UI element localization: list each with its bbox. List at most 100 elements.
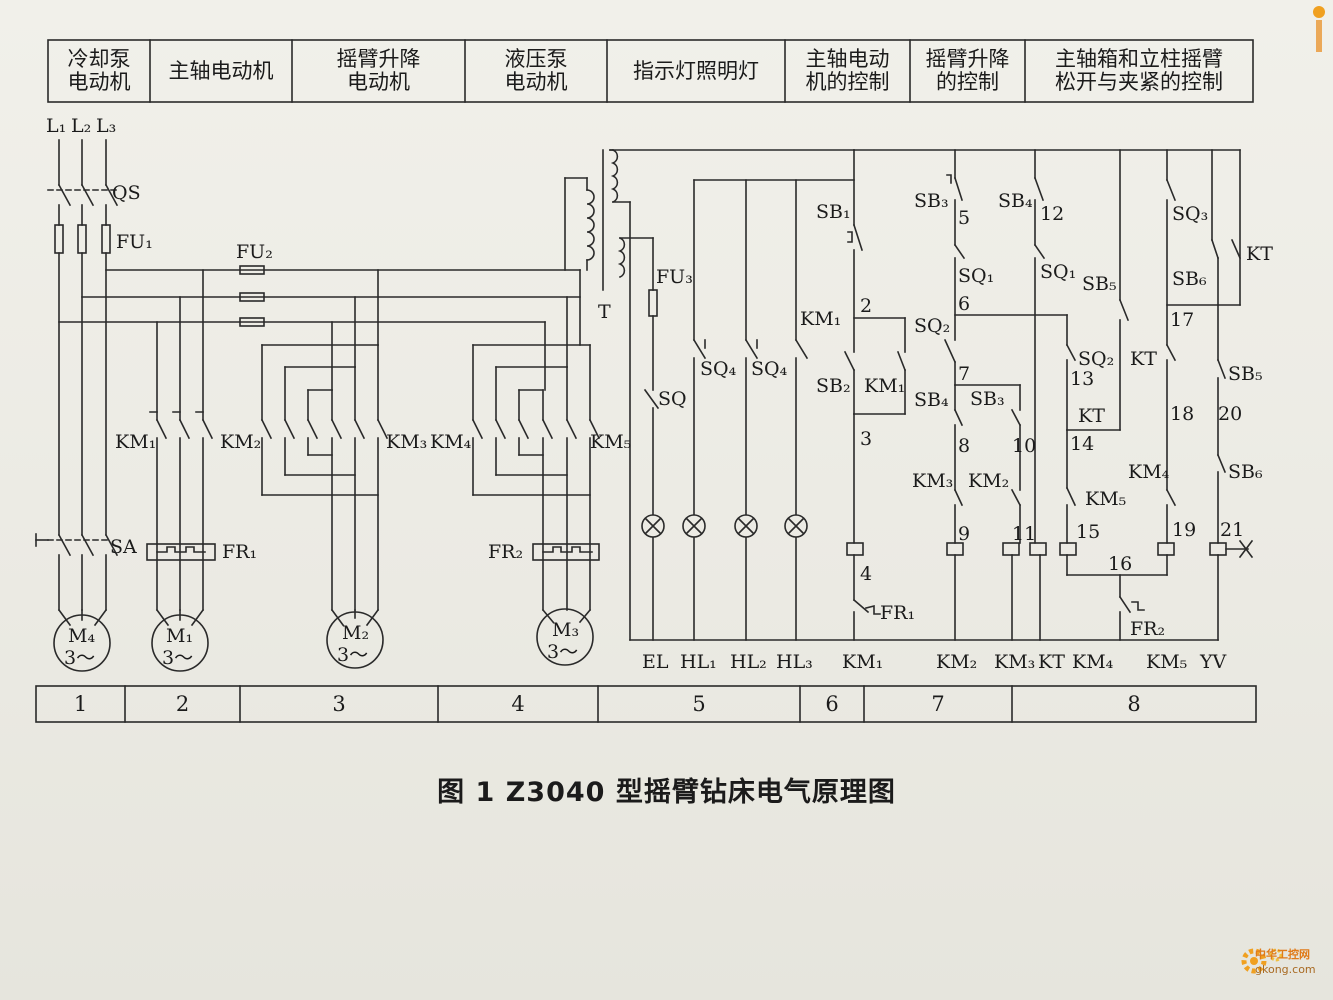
- header-arm-lift-motor: 摇臂升降电动机: [336, 47, 421, 94]
- label-KM4-main: KM₄: [430, 431, 472, 453]
- wire-number-8: 8: [958, 435, 970, 457]
- watermark-url: gkong.com: [1255, 963, 1316, 976]
- label-SQ: SQ: [658, 388, 687, 410]
- wire-number-21: 21: [1220, 519, 1244, 541]
- label-SQ1-b: SQ₁: [1040, 261, 1076, 283]
- label-SQ3: SQ₃: [1172, 203, 1208, 225]
- label-KT-coil: KT: [1038, 651, 1065, 673]
- label-M1: M₁: [166, 625, 193, 647]
- label-KM5-coil: KM₅: [1146, 651, 1187, 673]
- label-SQ2-a: SQ₂: [914, 315, 950, 337]
- label-KM4-ctrl: KM₄: [1128, 461, 1170, 483]
- label-KM3-coil: KM₃: [994, 651, 1035, 673]
- label-SB1: SB₁: [816, 201, 851, 223]
- label-M2: M₂: [342, 622, 369, 644]
- footer-section-3: 3: [332, 692, 346, 716]
- label-HL2: HL₂: [730, 651, 767, 673]
- header-cooling-pump: 冷却泵电动机: [67, 47, 131, 94]
- label-FU3: FU₃: [656, 266, 693, 288]
- label-T: T: [598, 301, 611, 323]
- label-KM2-main: KM₂: [220, 431, 261, 453]
- label-FR2-ctrl: FR₂: [1130, 618, 1165, 640]
- label-HL3: HL₃: [776, 651, 813, 673]
- label-SQ2-b: SQ₂: [1078, 348, 1114, 370]
- label-EL: EL: [642, 651, 669, 673]
- watermark-gear-icon: [1241, 948, 1283, 974]
- label-QS: QS: [112, 182, 141, 204]
- label-KM3-main: KM₃: [386, 431, 427, 453]
- footer-section-8: 8: [1127, 692, 1141, 716]
- wire-number-15: 15: [1076, 521, 1100, 543]
- label-L1: L₁: [46, 115, 66, 137]
- label-SB5-b: SB₅: [1228, 363, 1263, 385]
- wire-number-19: 19: [1172, 519, 1196, 541]
- label-HL1: HL₁: [680, 651, 717, 673]
- label-SQ4-a: SQ₄: [700, 358, 737, 380]
- label-L2: L₂: [71, 115, 91, 137]
- wire-number-13: 13: [1070, 368, 1094, 390]
- label-SB3: SB₃: [914, 190, 949, 212]
- wire-number-18: 18: [1170, 403, 1194, 425]
- wire-number-2: 2: [860, 295, 872, 317]
- wire-number-5: 5: [958, 207, 970, 229]
- label-FR2-main: FR₂: [488, 541, 523, 563]
- label-KT-a: KT: [1246, 243, 1273, 265]
- label-SB5: SB₅: [1082, 273, 1117, 295]
- label-FR1: FR₁: [222, 541, 257, 563]
- label-SB2: SB₂: [816, 375, 851, 397]
- label-SB4-b: SB₄: [914, 389, 949, 411]
- label-KM1-main: KM₁: [115, 431, 156, 453]
- label-KM1-lamp: KM₁: [800, 308, 841, 330]
- label-KM2-coil: KM₂: [936, 651, 977, 673]
- label-SB3-b: SB₃: [970, 388, 1005, 410]
- header-arm-control: 摇臂升降的控制: [925, 47, 1010, 94]
- wire-number-16: 16: [1108, 553, 1132, 575]
- wire-number-3: 3: [860, 428, 872, 450]
- wire-number-17: 17: [1170, 309, 1194, 331]
- wire-number-10: 10: [1012, 435, 1036, 457]
- label-M4: M₄: [68, 625, 95, 647]
- label-FR1-ctrl: FR₁: [880, 602, 915, 624]
- wire-number-12: 12: [1040, 203, 1064, 225]
- label-SQ4-b: SQ₄: [751, 358, 788, 380]
- watermark-logo-top: [1313, 6, 1325, 52]
- footer-section-2: 2: [175, 692, 190, 716]
- footer-section-7: 7: [931, 692, 945, 716]
- label-M2-phase: 3～: [337, 644, 368, 666]
- figure-caption: 图 1 Z3040 型摇臂钻床电气原理图: [437, 777, 896, 808]
- label-KM2-ctrl: KM₂: [968, 470, 1009, 492]
- footer-section-6: 6: [825, 692, 839, 716]
- header-clamp-control: 主轴箱和立柱摇臂松开与夹紧的控制: [1055, 47, 1223, 94]
- label-KM5-ctrl: KM₅: [1085, 488, 1126, 510]
- label-M3: M₃: [552, 619, 579, 641]
- label-YV: YV: [1199, 651, 1227, 673]
- label-SB6-b: SB₆: [1228, 461, 1263, 483]
- header-lamps: 指示灯照明灯: [633, 58, 759, 83]
- footer-section-5: 5: [692, 692, 706, 716]
- label-KM5-main: KM₅: [590, 431, 631, 453]
- label-KM3-ctrl: KM₃: [912, 470, 953, 492]
- label-FU2: FU₂: [236, 241, 273, 263]
- watermark-site: 中华工控网: [1255, 948, 1310, 961]
- label-M3-phase: 3～: [547, 641, 578, 663]
- wire-number-4: 4: [860, 563, 872, 585]
- wire-number-6: 6: [958, 293, 970, 315]
- wire-number-14: 14: [1070, 433, 1094, 455]
- wire-number-20: 20: [1218, 403, 1242, 425]
- label-M4-phase: 3～: [64, 647, 95, 669]
- label-M1-phase: 3～: [162, 647, 193, 669]
- label-SB6: SB₆: [1172, 268, 1207, 290]
- label-L3: L₃: [96, 115, 116, 137]
- label-KM1-coil: KM₁: [842, 651, 883, 673]
- footer-section-1: 1: [73, 692, 88, 716]
- header-spindle-motor: 主轴电动机: [168, 58, 274, 83]
- label-SA: SA: [110, 536, 137, 558]
- label-KT-b: KT: [1078, 405, 1105, 427]
- label-SQ1-a: SQ₁: [958, 265, 994, 287]
- label-KM4-coil: KM₄: [1072, 651, 1114, 673]
- wire-number-11: 11: [1012, 523, 1036, 545]
- label-KM1-hold: KM₁: [864, 375, 905, 397]
- wire-number-9: 9: [958, 523, 970, 545]
